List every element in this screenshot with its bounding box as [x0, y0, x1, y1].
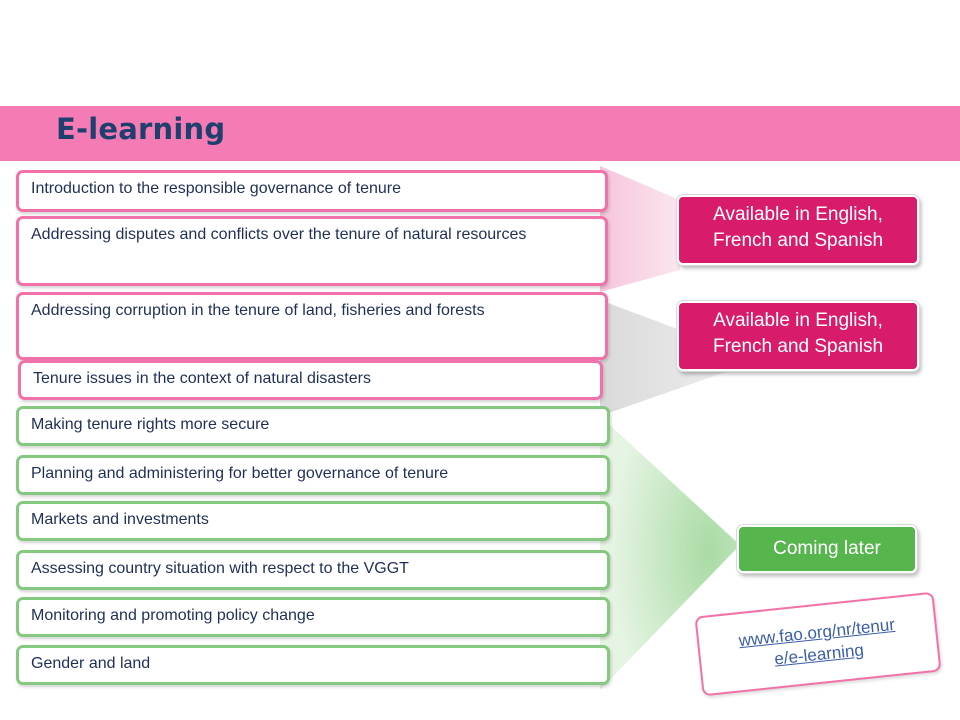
- coming-later-badge: Coming later: [737, 525, 917, 573]
- course-item: Making tenure rights more secure: [16, 406, 610, 446]
- course-label: Addressing corruption in the tenure of l…: [31, 302, 485, 319]
- course-item: Addressing disputes and conflicts over t…: [16, 216, 608, 286]
- course-label: Introduction to the responsible governan…: [31, 180, 402, 197]
- course-item: Tenure issues in the context of natural …: [18, 360, 603, 400]
- course-item: Markets and investments: [16, 501, 610, 541]
- e-learning-link[interactable]: www.fao.org/nr/tenure/e-learning: [737, 614, 896, 669]
- availability-badge-2: Available in English, French and Spanish: [677, 301, 919, 371]
- course-label: Gender and land: [31, 655, 151, 672]
- course-item: Introduction to the responsible governan…: [16, 170, 608, 212]
- arrow-green: [600, 416, 740, 690]
- course-item: Addressing corruption in the tenure of l…: [16, 292, 608, 360]
- arrow-pink: [600, 166, 680, 292]
- course-label: Tenure issues in the context of natural …: [33, 370, 371, 387]
- course-label: Monitoring and promoting policy change: [31, 607, 315, 624]
- course-item: Monitoring and promoting policy change: [16, 597, 610, 637]
- course-item: Assessing country situation with respect…: [16, 550, 610, 590]
- availability-badge-1: Available in English, French and Spanish: [677, 195, 919, 265]
- course-item: Planning and administering for better go…: [16, 455, 610, 495]
- course-label: Assessing country situation with respect…: [31, 560, 409, 577]
- course-label: Addressing disputes and conflicts over t…: [31, 226, 527, 243]
- course-label: Markets and investments: [31, 511, 209, 528]
- course-item: Gender and land: [16, 645, 610, 685]
- title-bar: [0, 106, 960, 161]
- slide-title: E-learning: [56, 112, 226, 146]
- course-label: Making tenure rights more secure: [31, 416, 270, 433]
- course-label: Planning and administering for better go…: [31, 465, 449, 482]
